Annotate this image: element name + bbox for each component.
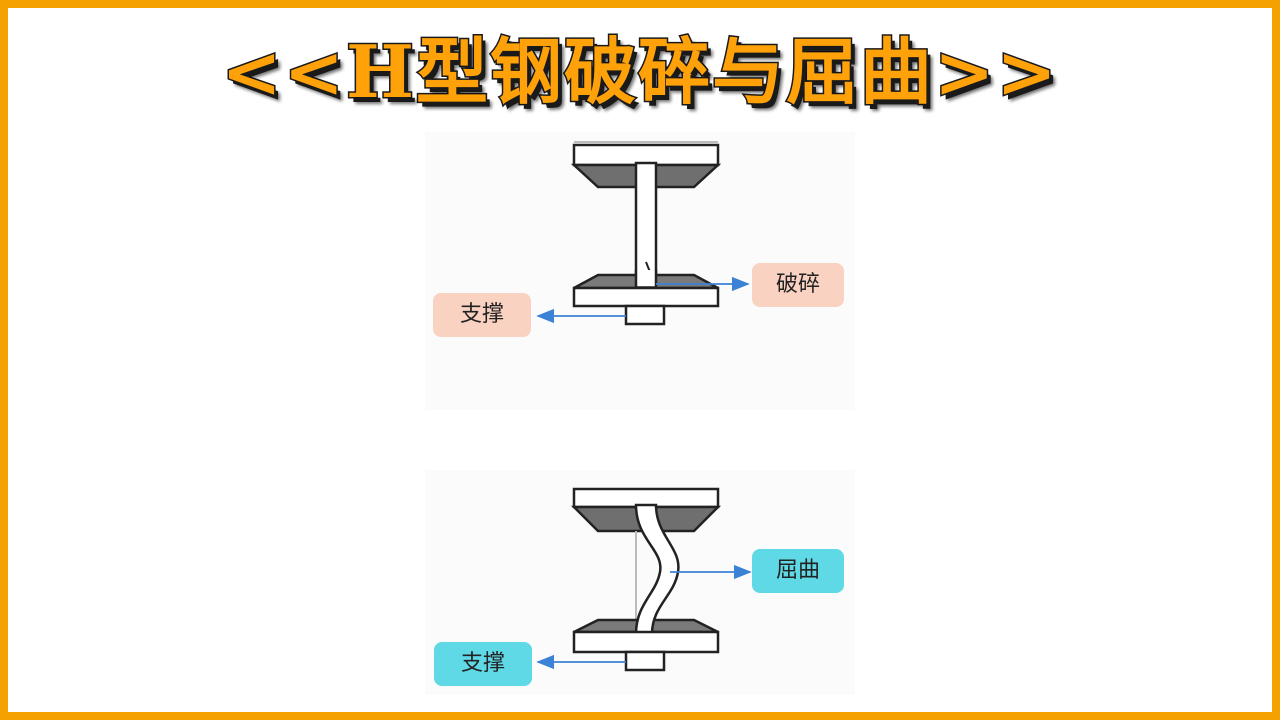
support-label-bottom: 支撑 [434,642,532,686]
h-beam-fracture-diagram [570,141,722,326]
fracture-label: 破碎 [752,263,844,307]
h-beam-buckling-diagram [570,487,722,672]
buckling-label: 屈曲 [752,549,844,593]
page-title: <<H型钢破碎与屈曲>> [220,28,1059,116]
support-label-top: 支撑 [433,293,531,337]
